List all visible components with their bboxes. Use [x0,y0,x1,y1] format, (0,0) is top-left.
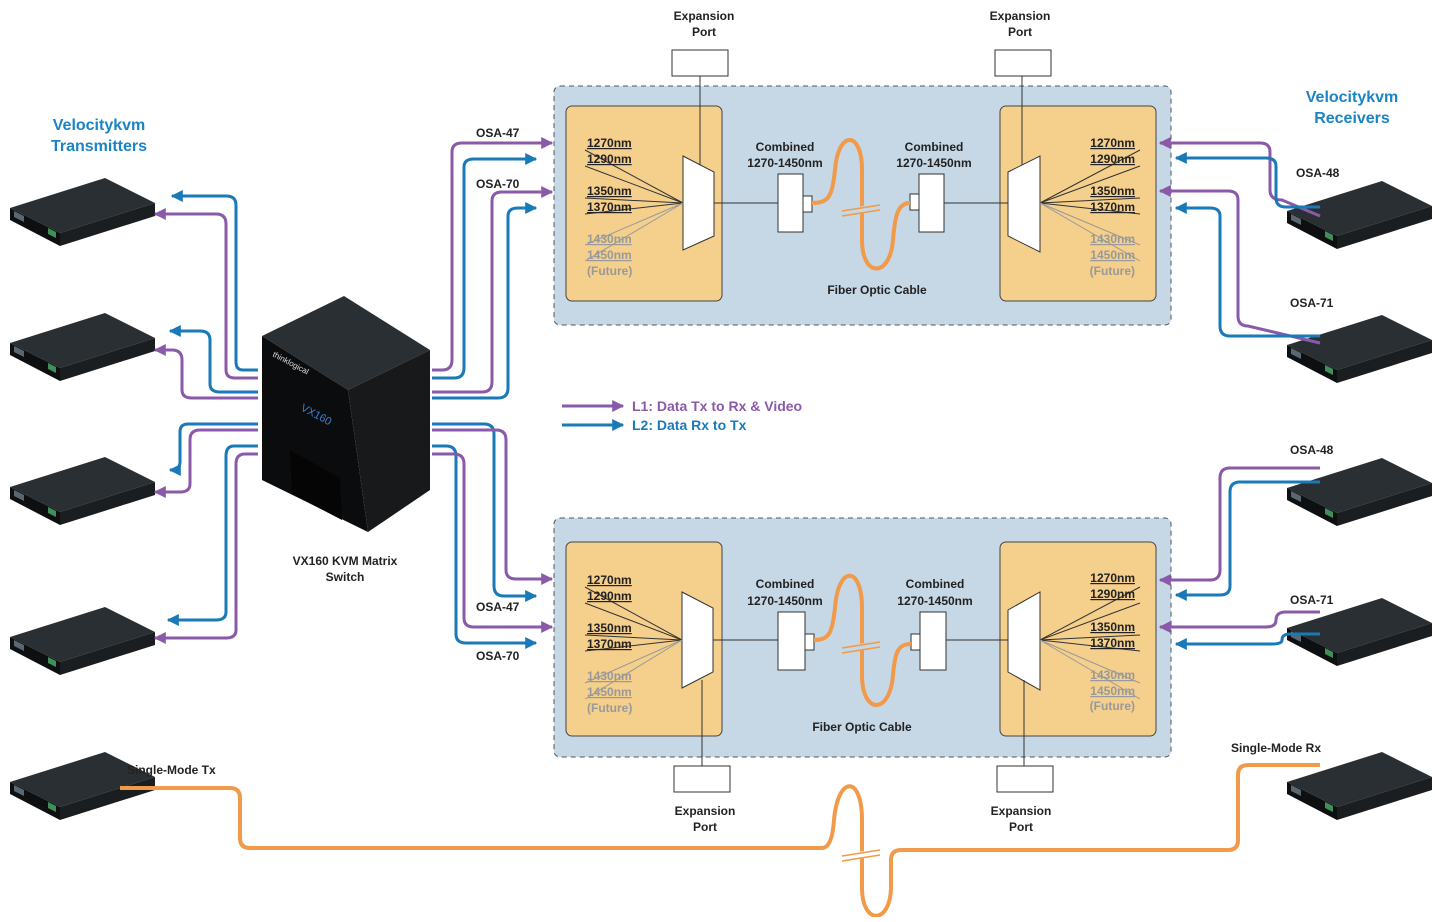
top-right-demux-shape [1007,155,1041,253]
top-left-expansion-port [671,49,729,77]
svg-text:1370nm: 1370nm [587,200,632,214]
svg-text:(Future): (Future) [587,264,632,278]
svg-text:1430nm: 1430nm [1090,232,1135,246]
svg-text:1450nm: 1450nm [587,685,632,699]
svg-text:1270nm: 1270nm [1090,136,1135,150]
bottom-fiber-label: Fiber Optic Cable [812,720,912,734]
top-left-mux-shape [682,155,715,251]
osa70-bottom-label: OSA-70 [476,649,520,663]
single-mode-rx-unit [1287,752,1432,820]
svg-text:1290nm: 1290nm [1090,152,1135,166]
svg-text:1450nm: 1450nm [587,248,632,262]
bottom-left-combined-1: Combined [756,577,815,591]
bottom-wdm-internals [584,574,1141,766]
top-fiber-loop [811,138,911,271]
osa70-top-label: OSA-70 [476,177,520,191]
bottom-right-expansion-label-1: Expansion [991,804,1052,818]
svg-text:1450nm: 1450nm [1090,248,1135,262]
transmitter-unit-3 [10,457,155,525]
svg-text:1270nm: 1270nm [1090,571,1135,585]
svg-text:(Future): (Future) [1090,264,1135,278]
switch-caption-line1: VX160 KVM Matrix [293,554,398,568]
svg-text:1270nm: 1270nm [587,573,632,587]
bottom-left-combined-2: 1270-1450nm [747,594,822,608]
top-left-combined-2: 1270-1450nm [747,156,822,170]
top-left-wavelength-labels: 1270nm 1290nm 1350nm 1370nm 1430nm 1450n… [587,136,632,278]
bottom-left-wavelength-labels: 1270nm 1290nm 1350nm 1370nm 1430nm 1450n… [587,573,632,715]
single-mode-rx-label: Single-Mode Rx [1231,741,1321,755]
bottom-left-expansion-label-1: Expansion [675,804,736,818]
receiver-unit-4 [1287,598,1432,666]
osa48-bottom-label: OSA-48 [1290,443,1334,457]
top-wdm-internals [584,76,1141,271]
transmitters-title-line1: Velocitykvm [53,117,146,134]
osa47-top-label: OSA-47 [476,126,520,140]
top-right-connector [918,173,945,233]
svg-text:1350nm: 1350nm [587,184,632,198]
bottom-left-expansion-label-2: Port [693,820,717,834]
bottom-right-expansion-port [996,765,1054,793]
transmitter-cabling [153,190,258,644]
top-right-combined-1: Combined [905,140,964,154]
legend: L1: Data Tx to Rx & Video L2: Data Rx to… [562,398,802,433]
vx160-matrix-switch: thinklogical VX160 [262,296,430,532]
single-mode-fiber-run [120,763,1320,918]
transmitter-unit-1 [10,178,155,246]
osa48-top-label: OSA-48 [1296,166,1340,180]
bottom-right-expansion-label-2: Port [1009,820,1033,834]
svg-text:1450nm: 1450nm [1090,684,1135,698]
single-mode-tx-label: Single-Mode Tx [127,763,216,777]
svg-text:1430nm: 1430nm [1090,668,1135,682]
transmitters-title-line2: Transmitters [51,138,147,155]
receivers-title-line1: Velocitykvm [1306,89,1399,106]
svg-text:1290nm: 1290nm [587,152,632,166]
svg-text:1290nm: 1290nm [587,589,632,603]
switch-to-bottom-panel-cabling [432,422,554,649]
svg-text:1370nm: 1370nm [1090,200,1135,214]
svg-text:(Future): (Future) [587,701,632,715]
bottom-right-combined-1: Combined [906,577,965,591]
bottom-right-combined-2: 1270-1450nm [897,594,972,608]
receivers-title-line2: Receivers [1314,110,1390,127]
top-right-expansion-label-1: Expansion [990,9,1051,23]
top-left-connector [777,173,804,233]
svg-text:1350nm: 1350nm [1090,620,1135,634]
top-right-expansion-label-2: Port [1008,25,1032,39]
osa47-bottom-label: OSA-47 [476,600,520,614]
top-right-expansion-port [994,49,1052,77]
transmitter-unit-4 [10,607,155,675]
svg-text:1350nm: 1350nm [587,621,632,635]
svg-text:1270nm: 1270nm [587,136,632,150]
top-right-wavelength-labels: 1270nm 1290nm 1350nm 1370nm 1430nm 1450n… [1090,136,1135,278]
top-left-combined-1: Combined [756,140,815,154]
svg-text:1350nm: 1350nm [1090,184,1135,198]
bottom-fiber-loop [813,574,912,707]
top-left-expansion-label-1: Expansion [674,9,735,23]
svg-text:(Future): (Future) [1090,699,1135,713]
receiver-unit-2 [1287,315,1432,383]
legend-l2: L2: Data Rx to Tx [632,417,747,433]
switch-caption-line2: Switch [326,570,365,584]
svg-text:1430nm: 1430nm [587,669,632,683]
svg-text:1370nm: 1370nm [1090,636,1135,650]
svg-text:1370nm: 1370nm [587,637,632,651]
receiver-unit-1 [1287,181,1432,249]
switch-to-top-panel-cabling [432,137,554,400]
svg-text:1290nm: 1290nm [1090,587,1135,601]
bottom-right-wavelength-labels: 1270nm 1290nm 1350nm 1370nm 1430nm 1450n… [1090,571,1135,713]
bottom-panel-to-receivers-cabling [1158,466,1320,650]
osa71-top-label: OSA-71 [1290,296,1334,310]
legend-l1: L1: Data Tx to Rx & Video [632,398,802,414]
top-right-combined-2: 1270-1450nm [896,156,971,170]
osa71-bottom-label: OSA-71 [1290,593,1334,607]
top-panel-to-receivers-cabling [1158,137,1321,345]
bottom-left-expansion-port [673,765,731,793]
top-left-expansion-label-2: Port [692,25,716,39]
svg-text:1430nm: 1430nm [587,232,632,246]
top-fiber-label: Fiber Optic Cable [827,283,927,297]
transmitter-unit-2 [10,313,155,381]
